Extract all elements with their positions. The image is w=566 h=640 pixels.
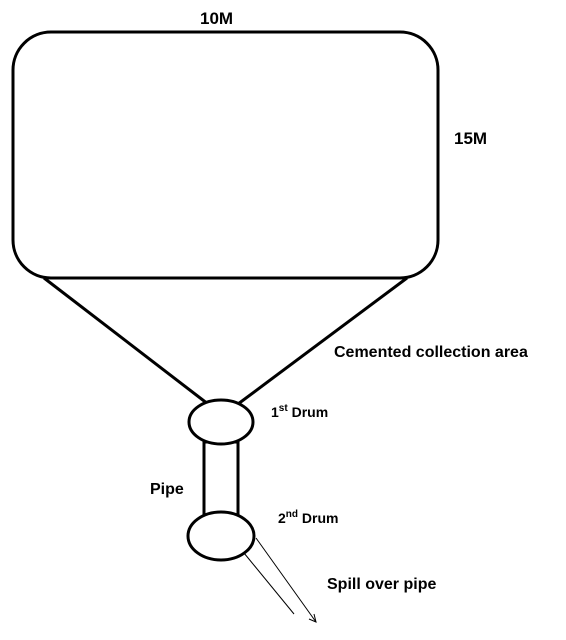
roof-area bbox=[11, 30, 440, 280]
spill-pipe-arrowhead bbox=[308, 613, 317, 623]
connecting-pipe bbox=[202, 440, 240, 519]
second-drum-label: 2nd Drum bbox=[278, 509, 339, 526]
funnel-right-edge bbox=[237, 276, 408, 406]
second-drum-text: Drum bbox=[298, 510, 339, 526]
first-drum bbox=[187, 398, 255, 446]
second-drum-suffix: nd bbox=[285, 509, 299, 520]
spill-pipe-line-1 bbox=[243, 552, 295, 615]
collection-area-label: Cemented collection area bbox=[334, 344, 528, 361]
pipe-label: Pipe bbox=[150, 481, 184, 498]
spill-pipe-label: Spill over pipe bbox=[327, 576, 437, 593]
spill-pipe-line-2 bbox=[255, 537, 317, 623]
first-drum-number: 1 bbox=[271, 404, 279, 420]
first-drum-text: Drum bbox=[287, 404, 329, 420]
height-dimension-label: 15M bbox=[454, 129, 488, 148]
second-drum bbox=[186, 510, 256, 562]
first-drum-label: 1st Drum bbox=[271, 403, 329, 420]
first-drum-suffix: st bbox=[278, 403, 288, 414]
second-drum-number: 2 bbox=[278, 510, 286, 526]
funnel-left-edge bbox=[43, 276, 209, 406]
width-dimension-label: 10M bbox=[200, 9, 234, 28]
